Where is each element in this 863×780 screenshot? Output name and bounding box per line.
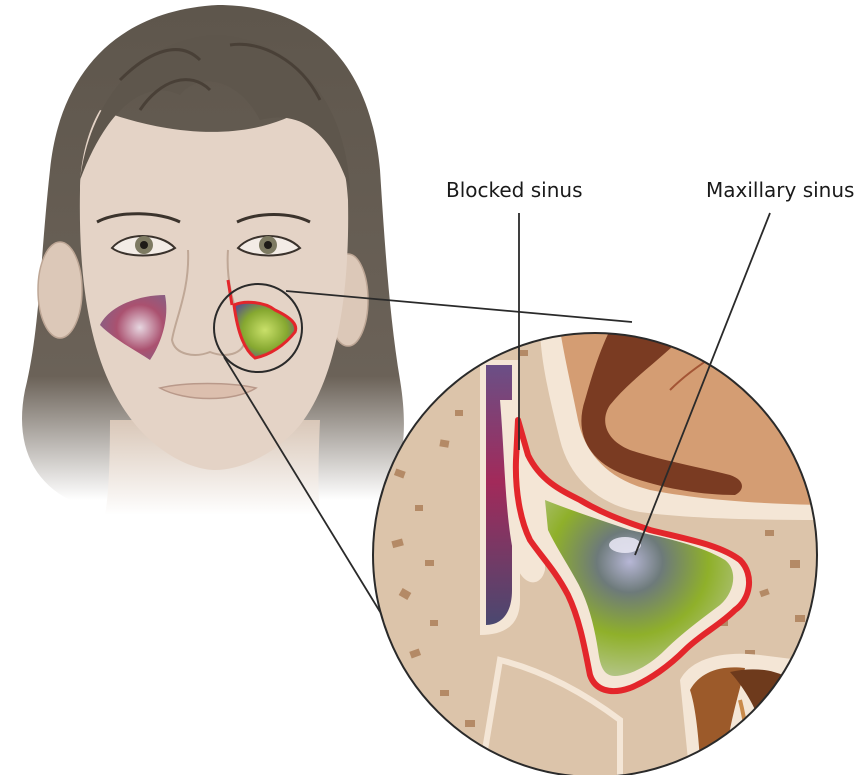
face-illustration bbox=[22, 5, 404, 515]
maxillary-sinus-label: Maxillary sinus bbox=[706, 178, 854, 202]
magnified-view bbox=[370, 325, 840, 775]
blocked-sinus-label: Blocked sinus bbox=[446, 178, 582, 202]
left-ear bbox=[38, 242, 82, 338]
